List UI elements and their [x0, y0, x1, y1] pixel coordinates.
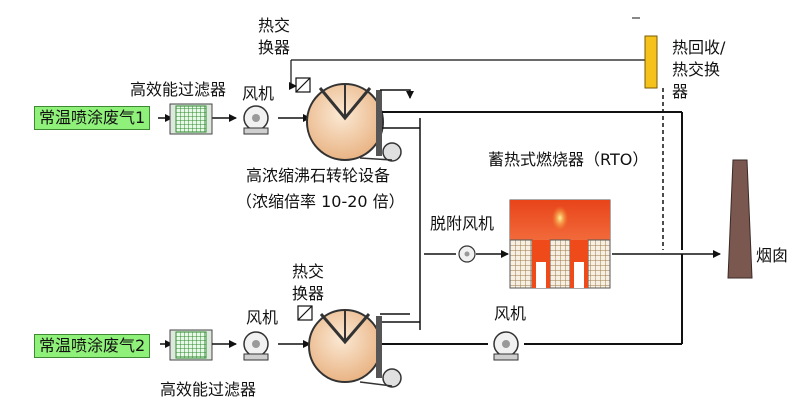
gas-source-2: 常温喷涂废气2	[34, 334, 151, 358]
fan1-label: 风机	[242, 84, 275, 103]
heat-recovery-label-1: 热回收/	[672, 38, 726, 57]
hx-mid-label-1: 热交	[292, 262, 325, 281]
chimney-icon	[727, 159, 753, 279]
hx-mid-label-2: 换器	[292, 284, 325, 303]
desorb-fan-label: 脱附风机	[430, 214, 495, 233]
zeolite-rotor-bottom-icon	[308, 309, 402, 388]
hx-top-label-2: 换器	[258, 38, 291, 57]
filter-top-icon	[169, 103, 213, 135]
zeolite-rotor-top-icon	[306, 83, 402, 162]
filter-top-label: 高效能过滤器	[130, 80, 227, 99]
fan-bottom-icon	[243, 331, 269, 361]
filter-bottom-icon	[169, 329, 213, 361]
heat-recovery-exchanger-icon	[644, 35, 658, 89]
heat-exchanger-top-icon	[295, 77, 311, 93]
rotor-label-2: （浓缩倍率 10-20 倍）	[236, 192, 405, 211]
rto-label: 蓄热式燃烧器（RTO）	[488, 150, 649, 169]
fan2-label: 风机	[246, 308, 279, 327]
chimney-label: 烟囱	[756, 246, 789, 265]
desorb-fan-icon	[458, 245, 476, 263]
fan-rto-out-label: 风机	[494, 304, 527, 323]
heat-recovery-label-3: 器	[672, 82, 689, 101]
fan-rto-out-icon	[493, 331, 519, 361]
heat-recovery-label-2: 热交换	[672, 60, 721, 79]
fan-top-icon	[243, 105, 269, 135]
gas-source-1: 常温喷涂废气1	[34, 106, 151, 130]
heat-exchanger-mid-icon	[297, 305, 313, 321]
hx-top-label-1: 热交	[258, 16, 291, 35]
filter-bottom-label: 高效能过滤器	[160, 380, 257, 399]
rotor-label-1: 高浓缩沸石转轮设备	[246, 166, 391, 185]
rto-icon	[509, 199, 611, 289]
